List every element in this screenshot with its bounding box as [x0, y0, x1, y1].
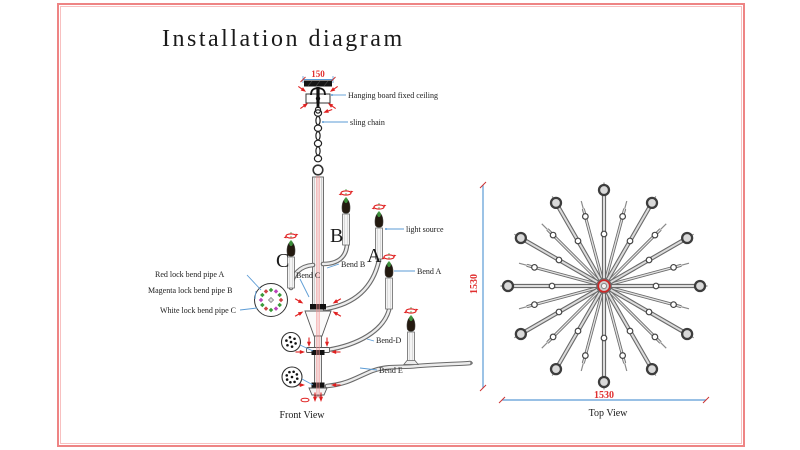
label-bend-e: Bend E	[379, 366, 403, 375]
label-light-source: light source	[406, 225, 444, 234]
arm-letter-c: C	[276, 250, 289, 272]
leader-lines	[239, 94, 415, 386]
bend-arms	[288, 242, 473, 389]
label-magenta-lock-pipe: Magenta lock bend pipe B	[148, 286, 232, 295]
label-bend-b: Bend B	[341, 260, 365, 269]
lower-stem	[294, 335, 342, 403]
label-white-lock-pipe: White lock bend pipe C	[160, 306, 236, 315]
ceiling-bar	[304, 80, 332, 87]
chain-end-ring	[312, 164, 324, 176]
candle-e	[404, 307, 419, 365]
label-sling-chain: sling chain	[350, 118, 385, 127]
label-bend-d: Bend-D	[376, 336, 402, 345]
dim-1530-horizontal: 1530	[594, 390, 614, 401]
front-view-caption: Front View	[279, 410, 325, 421]
top-dim-horizontal: 1530	[498, 390, 710, 404]
connector-details	[280, 331, 303, 388]
candle-d	[381, 252, 397, 310]
hanging-board	[296, 84, 340, 116]
top-view-hub	[596, 278, 612, 294]
sling-chain	[313, 109, 323, 163]
center-junction	[293, 296, 343, 319]
dim-150-text: 150	[311, 69, 325, 79]
label-hanging-board: Hanging board fixed ceiling	[348, 91, 438, 100]
page-title: Installation diagram	[162, 26, 405, 52]
lock-pipe-detail	[254, 283, 288, 317]
label-bend-a: Bend A	[417, 267, 441, 276]
page-border	[57, 3, 745, 447]
label-bend-c: Bend C	[296, 271, 320, 280]
arm-letter-a: A	[367, 245, 382, 267]
axis-centerline	[316, 176, 320, 398]
cone-body	[304, 310, 332, 337]
label-red-lock-pipe: Red lock bend pipe A	[155, 270, 225, 279]
top-view: 1530 1530 Top View	[469, 181, 710, 419]
main-tube	[312, 176, 324, 307]
arm-letter-b: B	[330, 225, 343, 247]
front-view: 150	[148, 69, 473, 421]
top-view-star	[500, 182, 708, 390]
top-view-caption: Top View	[589, 408, 629, 419]
dim-1530-vertical: 1530	[469, 274, 480, 294]
top-dim-vertical: 1530	[469, 181, 487, 392]
